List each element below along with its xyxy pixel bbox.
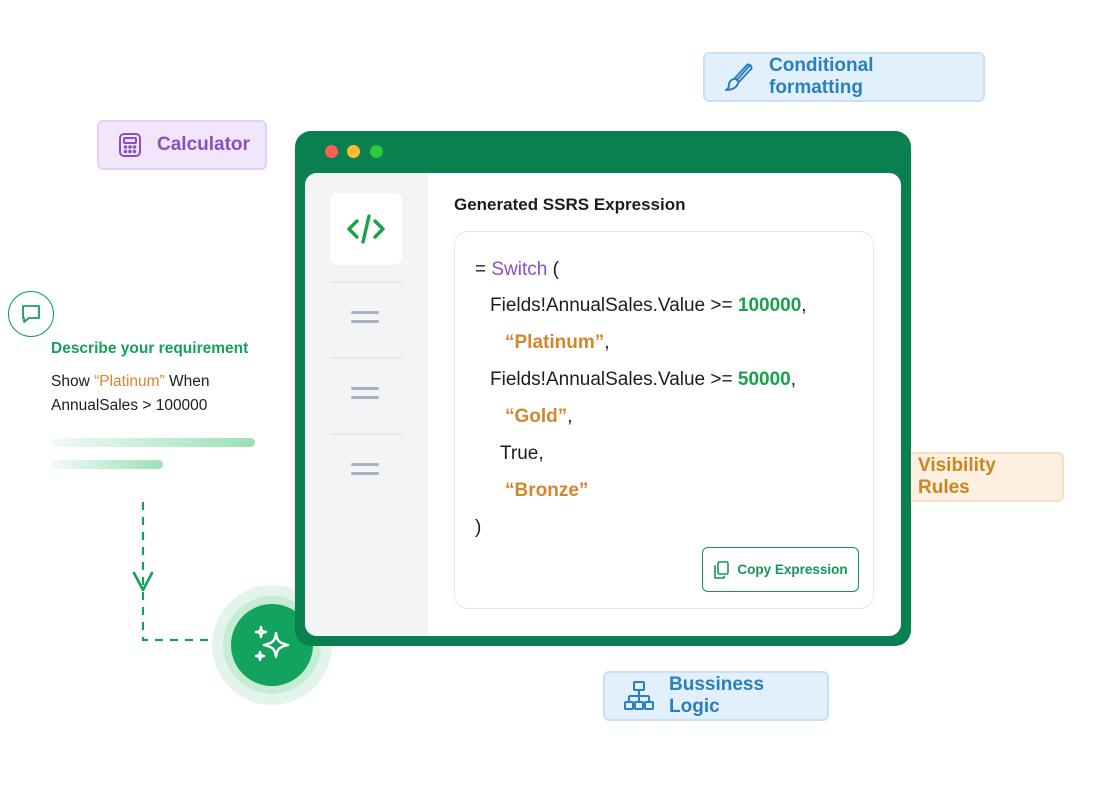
code-punct: , [801,295,807,316]
code-line: Fields!AnnualSales.Value >= 50000, [490,369,796,391]
calculator-badge-label: Calculator [157,134,250,155]
code-line: “Platinum”, [505,332,610,354]
code-keyword: Switch [491,259,548,280]
requirement-text-highlight: “Platinum” [94,373,165,390]
business-logic-badge: Bussiness Logic [603,671,829,721]
code-line: ) [475,517,481,539]
expression-title: Generated SSRS Expression [454,195,686,214]
sparkle-icon [254,625,290,662]
sidebar-item-menu-1[interactable] [351,311,379,329]
typing-placeholder-bar [51,460,163,469]
requirement-text-line2: AnnualSales > 100000 [51,397,208,414]
calculator-icon [119,133,141,157]
window-content: Generated SSRS Expression = Switch ( Fie… [305,173,901,636]
code-line: “Gold”, [505,406,573,428]
copy-expression-button[interactable]: Copy Expression [702,547,859,592]
code-paren: ( [547,259,559,280]
business-logic-badge-label: Bussiness Logic [669,674,765,717]
paint-brush-icon [725,63,753,91]
sidebar-item-menu-3[interactable] [351,463,379,481]
code-number: 100000 [737,295,802,316]
code-string: “Bronze” [505,480,589,501]
requirement-text: Show “Platinum” When AnnualSales > 10000… [51,370,281,418]
sidebar-item-code[interactable] [330,193,402,265]
requirement-text-prefix: Show [51,373,95,390]
code-text: Fields!AnnualSales.Value >= [490,295,738,316]
code-punct: , [604,332,610,353]
code-icon [347,214,385,244]
hierarchy-icon [624,681,654,710]
code-line: “Bronze” [505,480,588,502]
code-operator: = [475,259,492,280]
conditional-formatting-badge: Conditional formatting [703,52,985,102]
code-punct: , [567,406,573,427]
code-paren: ) [475,517,482,538]
code-punct: , [790,369,796,390]
copy-expression-label: Copy Expression [737,562,848,577]
window-close-dot[interactable] [325,145,338,158]
sidebar [305,173,428,636]
app-window: Generated SSRS Expression = Switch ( Fie… [295,131,911,646]
window-maximize-dot[interactable] [370,145,383,158]
code-line: True, [500,443,544,465]
code-line: = Switch ( [475,259,559,281]
calculator-badge: Calculator [97,120,267,170]
window-minimize-dot[interactable] [347,145,360,158]
visibility-rules-badge-label: Visibility Rules [918,455,996,498]
code-text: Fields!AnnualSales.Value >= [490,369,738,390]
code-number: 50000 [737,369,791,390]
sidebar-divider [330,281,402,283]
code-editor[interactable]: = Switch ( Fields!AnnualSales.Value >= 1… [454,231,874,609]
conditional-formatting-badge-label: Conditional formatting [769,55,874,98]
code-string: “Gold” [505,406,568,427]
code-text: True, [500,443,544,464]
sidebar-item-menu-2[interactable] [351,387,379,405]
requirement-text-mid: When [164,373,210,390]
typing-placeholder-bar [51,438,255,447]
requirement-label: Describe your requirement [51,340,249,357]
chat-bubble-icon [8,291,54,337]
code-string: “Platinum” [505,332,605,353]
sidebar-divider [330,433,402,435]
sidebar-divider [330,357,402,359]
code-line: Fields!AnnualSales.Value >= 100000, [490,295,807,317]
copy-icon [714,560,730,579]
